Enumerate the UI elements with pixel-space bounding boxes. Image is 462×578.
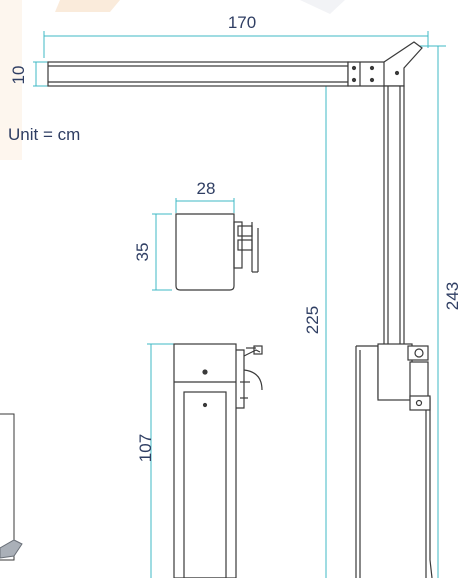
- partial-device: [0, 413, 23, 561]
- left-cabinet: [173, 343, 263, 578]
- dim-post-height: 225: [303, 306, 322, 334]
- dim-overall-height: 243: [443, 282, 462, 310]
- watermark: [0, 0, 345, 160]
- dim-cabinet-height: 107: [136, 434, 155, 462]
- dim-box-width: 28: [197, 179, 216, 198]
- top-beam: [47, 41, 423, 87]
- right-cabinet: [355, 343, 433, 578]
- dimension-lines: [33, 31, 446, 578]
- small-box: [175, 213, 259, 291]
- unit-label: Unit = cm: [8, 125, 81, 144]
- dim-beam-thickness: 10: [9, 66, 28, 85]
- dim-top-length: 170: [228, 13, 256, 32]
- dim-box-height: 35: [133, 243, 152, 262]
